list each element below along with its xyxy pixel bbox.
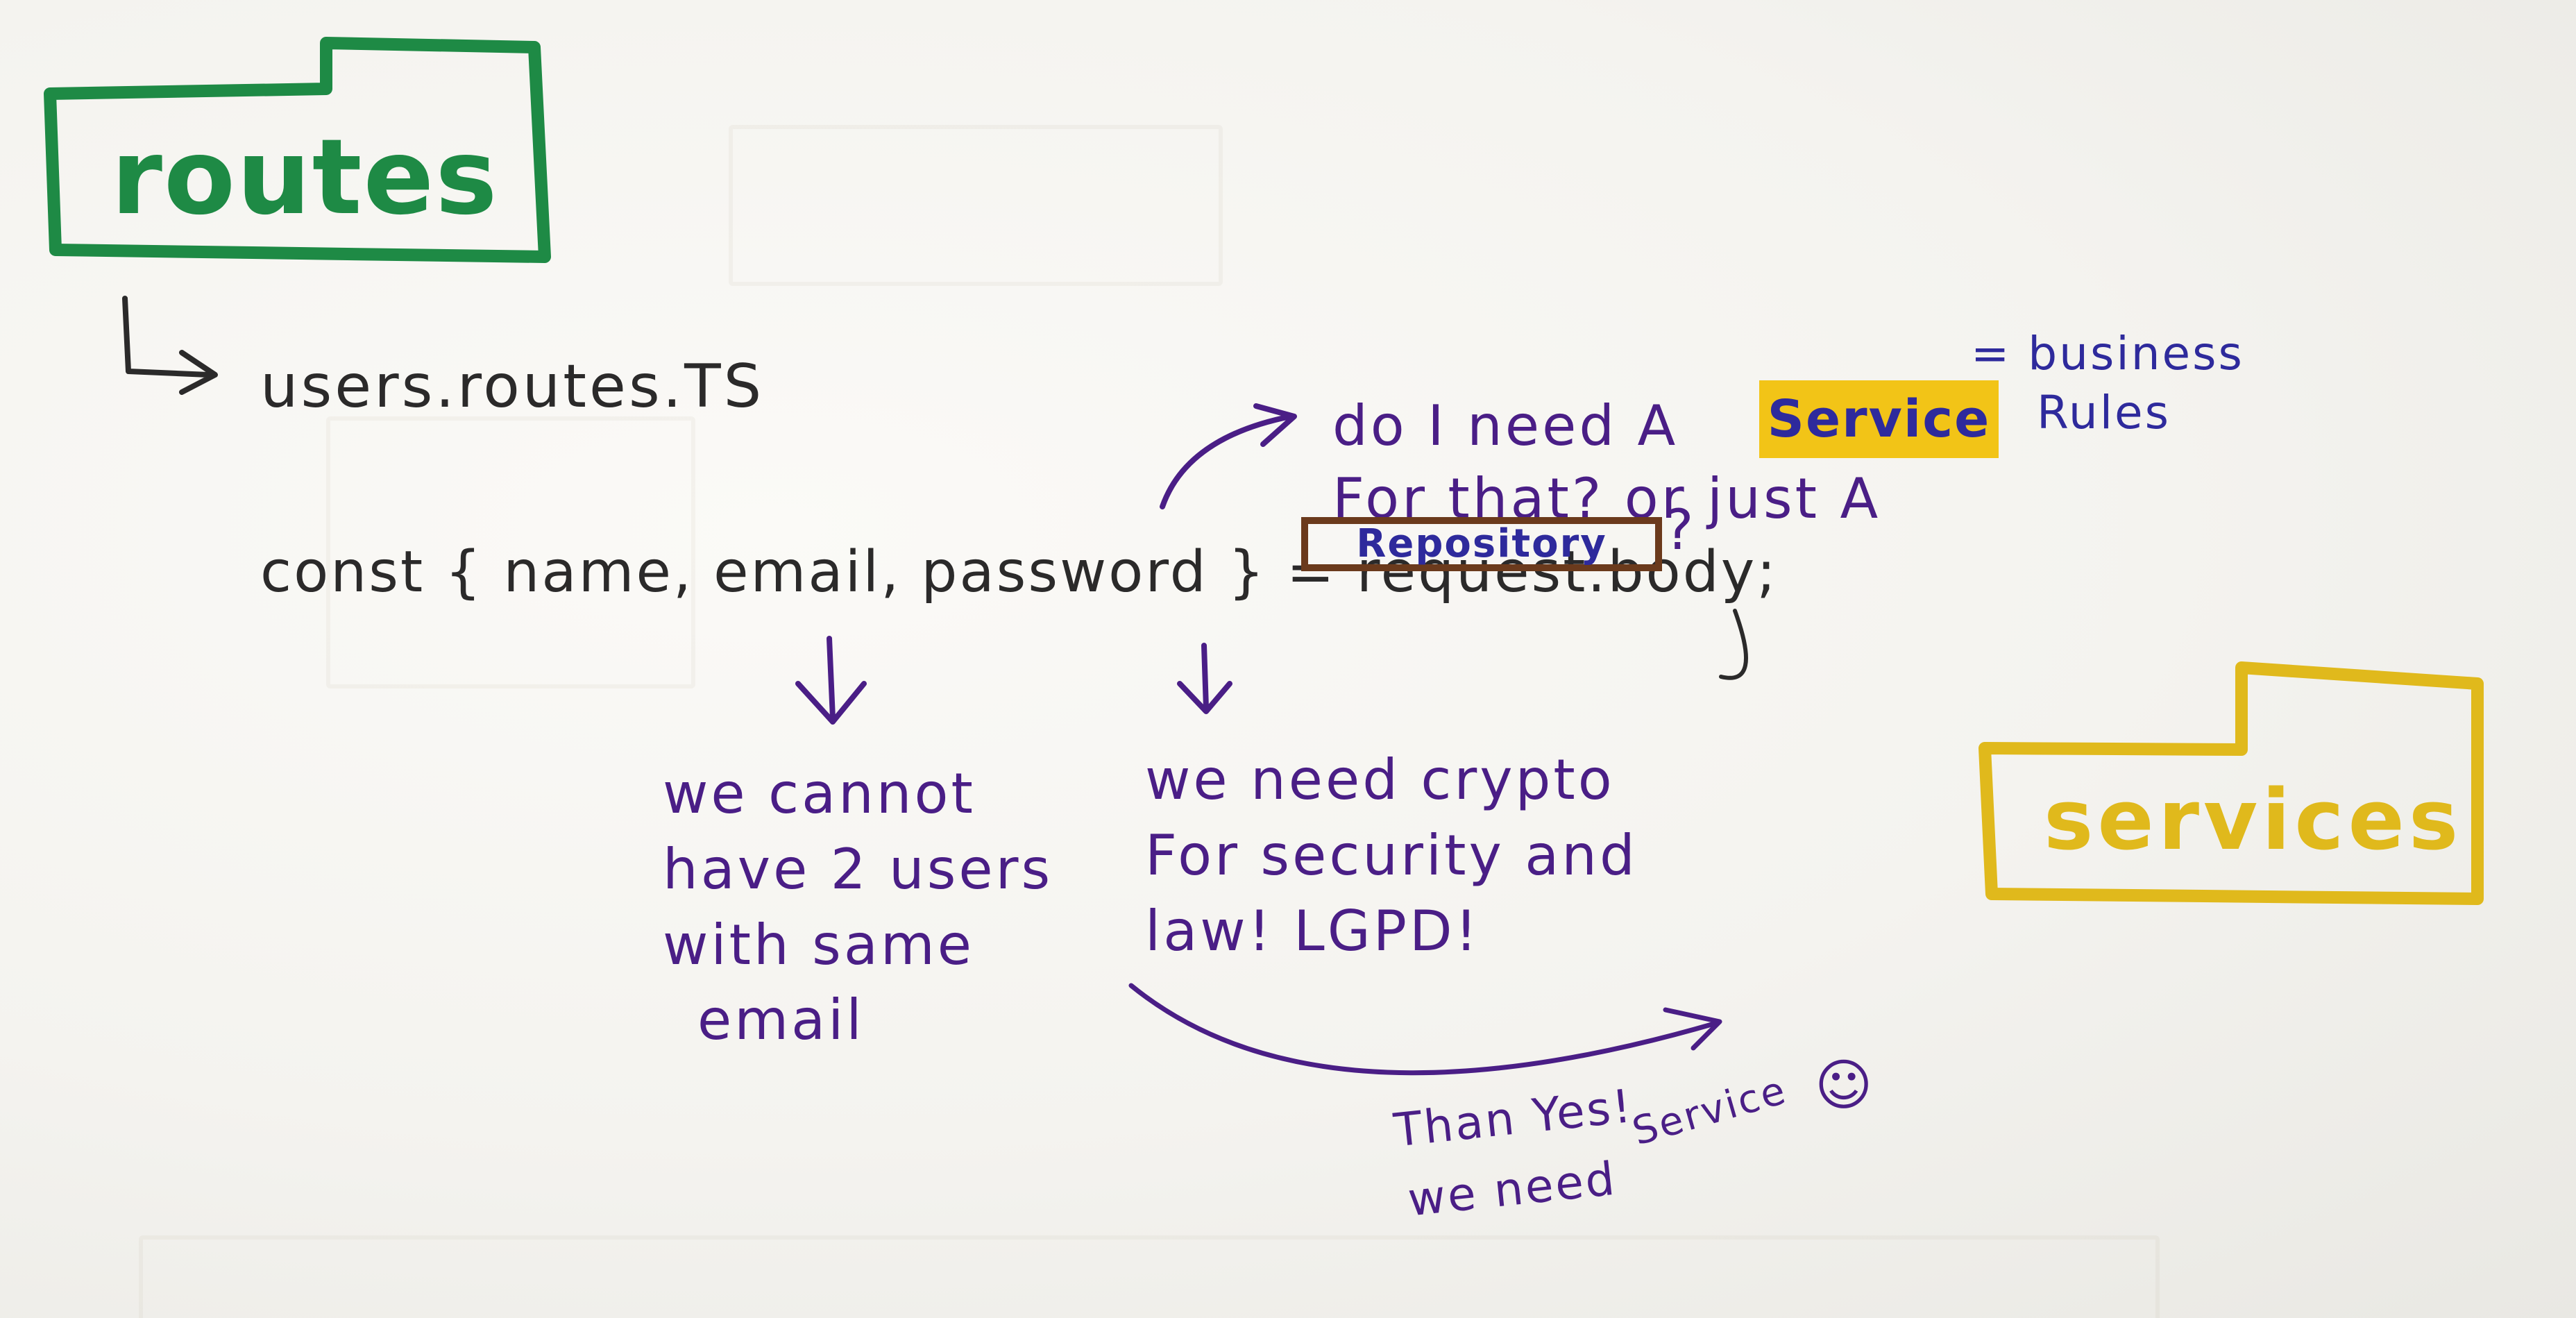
crypto-note-line: law! LGPD! [1145, 898, 1480, 963]
down-arrow-icon [795, 636, 867, 725]
arrow-head-icon [1663, 1007, 1722, 1051]
down-arrow-icon [1177, 643, 1232, 714]
crypto-note-line: For security and [1145, 822, 1638, 888]
business-rules-line-2: Rules [2037, 386, 2171, 439]
crypto-note-line: we need crypto [1145, 747, 1615, 812]
repository-box: Repository [1301, 517, 1662, 571]
repository-word: Repository [1356, 521, 1607, 566]
ghost-shape [326, 416, 695, 688]
service-word: Service [1767, 389, 1991, 449]
swoosh-arrow-icon [1128, 983, 1717, 1076]
pen-stroke [1719, 609, 1748, 680]
services-folder-outline [1978, 661, 2484, 905]
code-destructure-line: const { name, email, password } = reques… [260, 539, 1778, 605]
email-note-line: email [697, 988, 865, 1053]
email-uniqueness-note: we cannot have 2 users with same email [663, 757, 1053, 1058]
curved-arrow-icon [1160, 414, 1294, 509]
question-mark: ? [1664, 498, 1697, 562]
l-arrow-icon [122, 296, 218, 395]
services-folder-label: services [2044, 772, 2463, 869]
smiley-icon: ☺ [1815, 1053, 1873, 1117]
routes-folder-outline [44, 37, 551, 263]
email-note-line: we cannot [663, 761, 976, 826]
service-highlight-box: Service [1759, 380, 1999, 458]
question-line-1: do I need A [1332, 394, 1679, 458]
ghost-shape [139, 1235, 2160, 1318]
email-note-line: with same [663, 912, 975, 977]
business-rules-line-1: = business [1971, 327, 2244, 380]
file-name-text: users.routes.TS [260, 352, 765, 421]
routes-folder-label: routes [111, 117, 499, 238]
crypto-note: we need crypto For security and law! LGP… [1145, 743, 1638, 969]
ghost-shape [729, 125, 1223, 286]
email-note-line: have 2 users [663, 836, 1053, 902]
arrow-head-icon [1253, 403, 1297, 447]
